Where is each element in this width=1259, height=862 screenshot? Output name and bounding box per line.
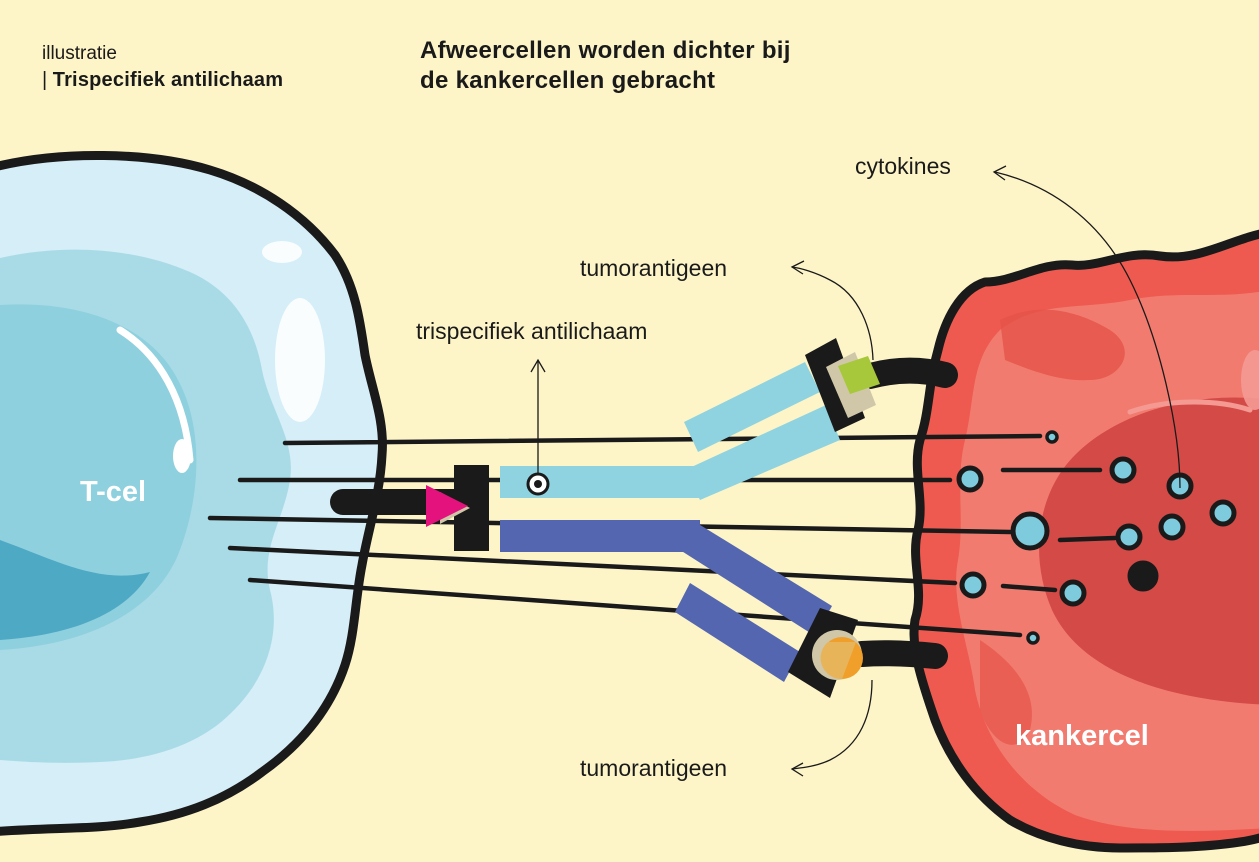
cytokine-dot bbox=[1028, 633, 1038, 643]
page-title: Afweercellen worden dichter bij de kanke… bbox=[420, 36, 940, 96]
bottom-antigen-stalk bbox=[862, 653, 935, 656]
t-cell-highlight bbox=[275, 298, 325, 422]
label-tumorantigeen-bottom: tumorantigeen bbox=[580, 755, 727, 782]
t-cell-shine-dot bbox=[173, 439, 191, 473]
label-cytokines: cytokines bbox=[855, 153, 951, 180]
cytokine-dot bbox=[1112, 459, 1134, 481]
label-t-cell: T-cel bbox=[80, 476, 146, 509]
t-cell-highlight-small bbox=[262, 241, 302, 263]
subject-text: Trispecifiek antilichaam bbox=[53, 69, 283, 91]
cytokine-dot bbox=[962, 574, 984, 596]
cytokine-dot bbox=[1212, 502, 1234, 524]
label-trispecific-antibody: trispecifiek antilichaam bbox=[416, 318, 647, 345]
cytokine-dot bbox=[1161, 516, 1183, 538]
tumorantigeen-bottom-pointer bbox=[792, 680, 872, 769]
subject-separator: | bbox=[42, 69, 47, 91]
illustration-category: illustratie bbox=[42, 42, 117, 66]
trispecific-antibody bbox=[426, 362, 840, 682]
antibody-third-site-core bbox=[534, 480, 542, 488]
title-line-1: Afweercellen worden dichter bij bbox=[420, 36, 940, 66]
label-cancer-cell: kankercel bbox=[1015, 720, 1149, 753]
cytokine-dot bbox=[1062, 582, 1084, 604]
title-line-2: de kankercellen gebracht bbox=[420, 66, 940, 96]
cytokine-dot bbox=[1047, 432, 1057, 442]
cytokine-dot bbox=[959, 468, 981, 490]
connector-line bbox=[250, 580, 1020, 635]
cytokine-dot bbox=[1118, 526, 1140, 548]
label-tumorantigeen-top: tumorantigeen bbox=[580, 255, 727, 282]
top-antigen-stalk bbox=[870, 371, 945, 376]
cytokine-dot bbox=[1130, 563, 1156, 589]
connector-line bbox=[1060, 538, 1115, 540]
antibody-heavy-chain-bottom bbox=[500, 520, 700, 552]
tumorantigeen-bottom-arrowhead bbox=[792, 763, 803, 776]
t-cell bbox=[0, 155, 382, 832]
cytokine-dot bbox=[1013, 514, 1047, 548]
illustration-subject: | Trispecifiek antilichaam bbox=[42, 67, 283, 93]
